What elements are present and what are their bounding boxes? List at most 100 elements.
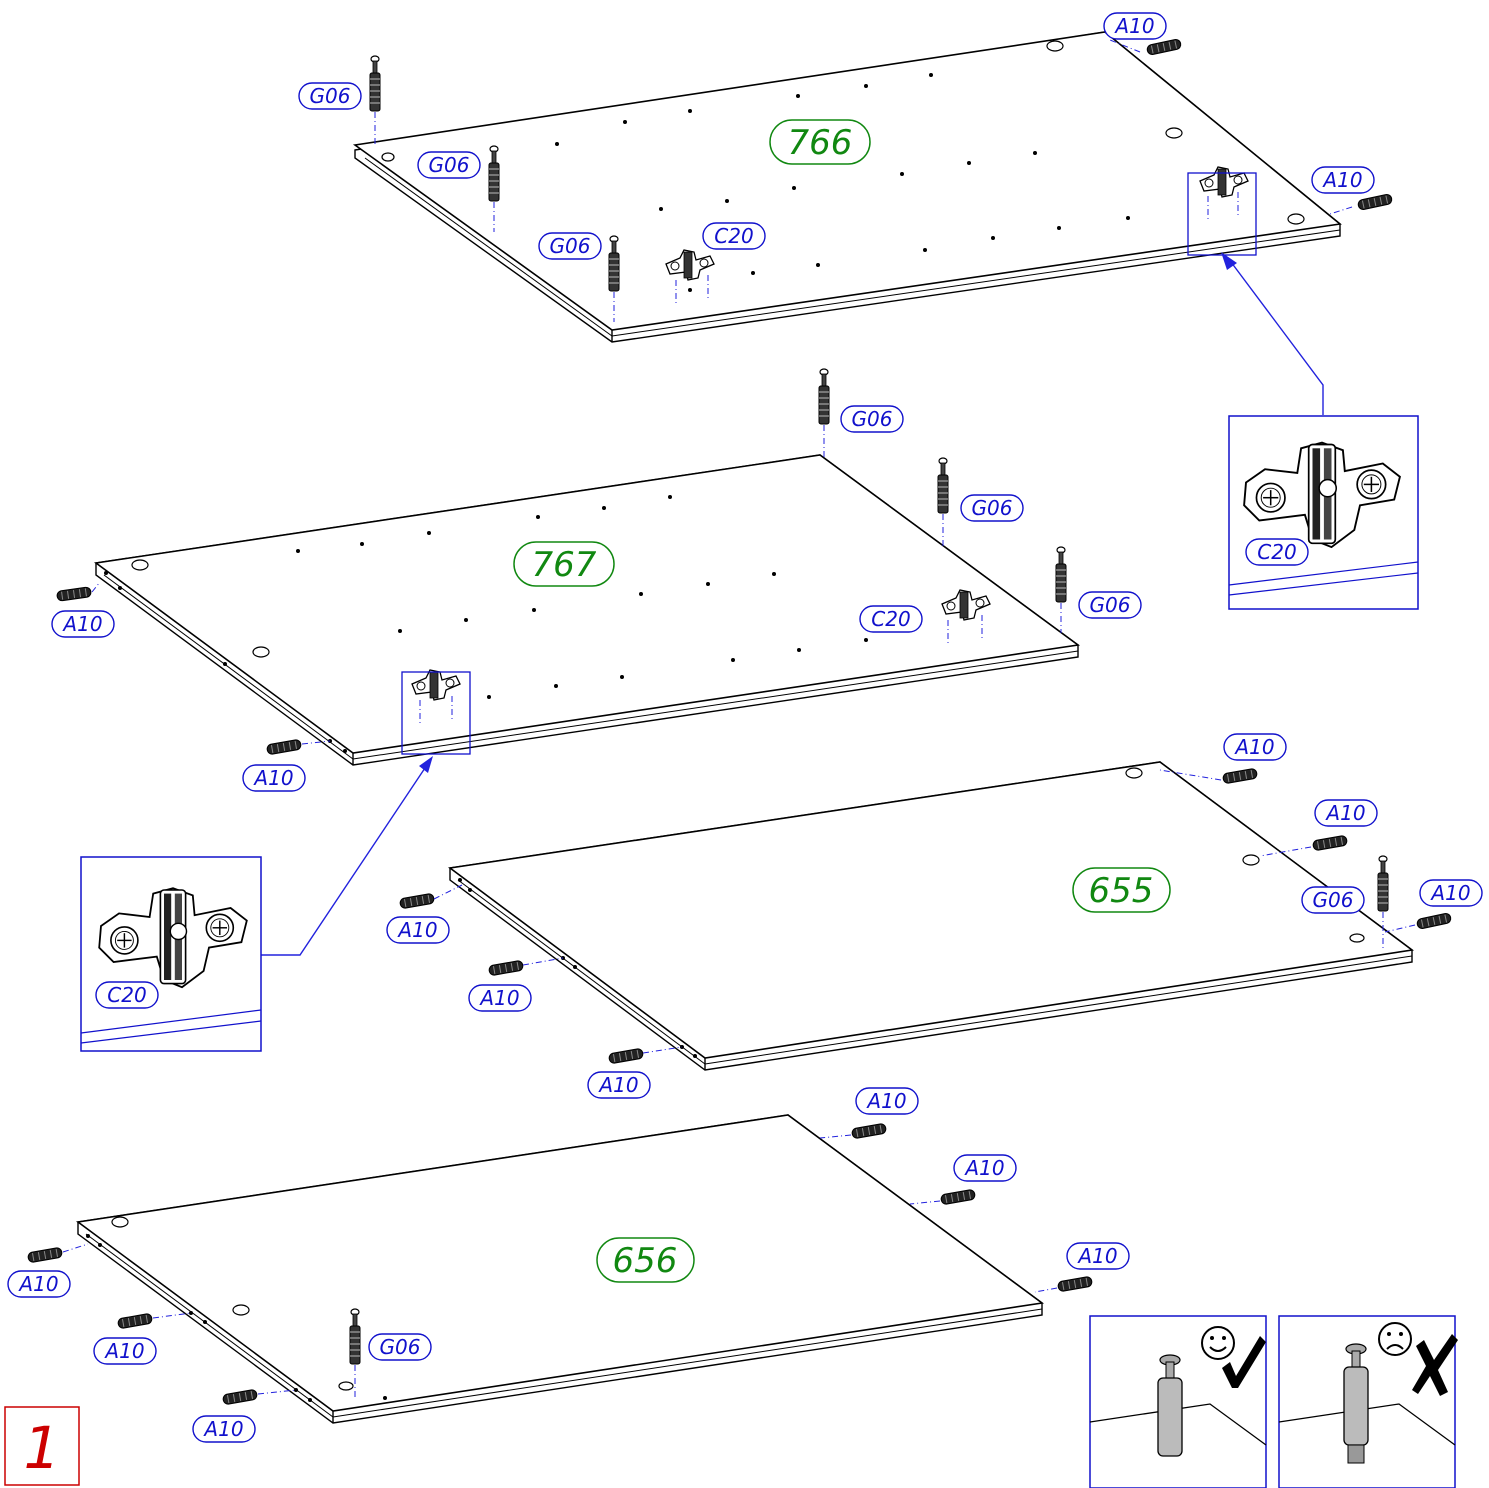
label-a10: A10 bbox=[7, 1270, 71, 1298]
part-number-text: 655 bbox=[1089, 871, 1154, 911]
label-g06: G06 bbox=[368, 1333, 432, 1361]
step-number-box: 1 bbox=[4, 1406, 80, 1486]
part-number-text: 656 bbox=[613, 1241, 678, 1281]
dowel bbox=[55, 586, 93, 602]
label-a10: A10 bbox=[855, 1087, 919, 1115]
dowel bbox=[939, 1188, 977, 1206]
sad-face-icon bbox=[1378, 1322, 1412, 1356]
label-a10: A10 bbox=[386, 916, 450, 944]
label-a10: A10 bbox=[953, 1154, 1017, 1182]
part-number-767: 767 bbox=[513, 541, 615, 587]
svg-text:C20: C20 bbox=[871, 607, 910, 631]
svg-text:G06: G06 bbox=[310, 84, 351, 108]
cam-bolt bbox=[1055, 546, 1067, 603]
svg-text:A10: A10 bbox=[252, 766, 293, 790]
label-c20: C20 bbox=[859, 605, 923, 633]
dowel bbox=[1145, 38, 1183, 56]
label-a10: A10 bbox=[1311, 166, 1375, 194]
smiley-face-icon bbox=[1201, 1326, 1235, 1360]
cam-bolt bbox=[818, 368, 830, 425]
svg-text:G06: G06 bbox=[550, 234, 591, 258]
label-a10: A10 bbox=[51, 610, 115, 638]
svg-text:A10: A10 bbox=[963, 1156, 1004, 1180]
svg-text:A10: A10 bbox=[1113, 14, 1154, 38]
svg-text:A10: A10 bbox=[1429, 881, 1470, 905]
svg-text:C20: C20 bbox=[714, 224, 753, 248]
svg-text:G06: G06 bbox=[1313, 888, 1354, 912]
dowel bbox=[1221, 767, 1259, 785]
svg-text:G06: G06 bbox=[380, 1335, 421, 1359]
label-g06: G06 bbox=[960, 494, 1024, 522]
svg-text:A10: A10 bbox=[1324, 801, 1365, 825]
cam-bolts bbox=[349, 55, 1389, 1398]
svg-text:C20: C20 bbox=[107, 983, 146, 1007]
svg-text:A10: A10 bbox=[103, 1339, 144, 1363]
cam-bolt bbox=[1377, 855, 1389, 912]
label-a10: A10 bbox=[1103, 12, 1167, 40]
panel-655 bbox=[447, 761, 1415, 1071]
label-a10: A10 bbox=[93, 1337, 157, 1365]
svg-text:A10: A10 bbox=[865, 1089, 906, 1113]
svg-text:A10: A10 bbox=[61, 612, 102, 636]
dowel bbox=[1415, 912, 1453, 930]
panel-656 bbox=[75, 1114, 1045, 1424]
svg-text:A10: A10 bbox=[1233, 735, 1274, 759]
cam-bolt bbox=[369, 55, 381, 112]
correct-usage-box bbox=[1089, 1315, 1267, 1488]
part-number-656: 656 bbox=[596, 1237, 695, 1283]
label-g06: G06 bbox=[298, 82, 362, 110]
label-a10: A10 bbox=[1314, 799, 1378, 827]
dowel bbox=[26, 1246, 64, 1264]
svg-text:G06: G06 bbox=[429, 153, 470, 177]
dowels bbox=[26, 38, 1453, 1406]
label-a10: A10 bbox=[1066, 1242, 1130, 1270]
svg-text:A10: A10 bbox=[17, 1272, 58, 1296]
dowel bbox=[265, 738, 303, 756]
dowel bbox=[398, 892, 436, 910]
svg-text:A10: A10 bbox=[1321, 168, 1362, 192]
incorrect-usage-box bbox=[1278, 1315, 1458, 1488]
part-number-text: 766 bbox=[788, 123, 853, 163]
detail-view-right bbox=[1221, 252, 1419, 610]
part-number-766: 766 bbox=[769, 119, 871, 165]
part-number-text: 767 bbox=[532, 545, 597, 585]
cam-bolt-incorrect bbox=[1343, 1343, 1369, 1464]
label-g06: G06 bbox=[538, 232, 602, 260]
cam-bolt-correct bbox=[1157, 1354, 1183, 1457]
dowel bbox=[1356, 193, 1394, 211]
label-a10: A10 bbox=[192, 1415, 256, 1443]
panel-766 bbox=[352, 31, 1342, 343]
check-mark-icon bbox=[1222, 1336, 1266, 1388]
label-c20: C20 bbox=[1245, 538, 1309, 566]
label-a10: A10 bbox=[242, 764, 306, 792]
label-c20: C20 bbox=[95, 981, 159, 1009]
dowel bbox=[1311, 834, 1349, 852]
label-a10: A10 bbox=[587, 1071, 651, 1099]
svg-text:A10: A10 bbox=[202, 1417, 243, 1441]
step-number: 1 bbox=[24, 1414, 61, 1482]
label-g06: G06 bbox=[840, 405, 904, 433]
label-c20: C20 bbox=[702, 222, 766, 250]
dowel bbox=[116, 1312, 154, 1330]
label-g06: G06 bbox=[1078, 591, 1142, 619]
svg-text:A10: A10 bbox=[478, 986, 519, 1010]
cross-mark-icon bbox=[1412, 1334, 1458, 1396]
label-g06: G06 bbox=[1301, 886, 1365, 914]
svg-text:G06: G06 bbox=[852, 407, 893, 431]
part-number-655: 655 bbox=[1072, 867, 1171, 913]
svg-text:C20: C20 bbox=[1257, 540, 1296, 564]
svg-text:A10: A10 bbox=[1076, 1244, 1117, 1268]
svg-text:G06: G06 bbox=[972, 496, 1013, 520]
dowel bbox=[607, 1047, 645, 1065]
dowel bbox=[487, 959, 525, 977]
label-a10: A10 bbox=[468, 984, 532, 1012]
svg-text:G06: G06 bbox=[1090, 593, 1131, 617]
cam-bolt bbox=[937, 457, 949, 514]
detail-view-left bbox=[80, 756, 433, 1052]
label-g06: G06 bbox=[417, 151, 481, 179]
dowel bbox=[1056, 1275, 1094, 1293]
panel-767 bbox=[93, 454, 1081, 766]
fitting-labels: A10 A10 G06 G06 G06 C20 G06 G06 G06 C20 … bbox=[7, 12, 1483, 1443]
svg-text:A10: A10 bbox=[597, 1073, 638, 1097]
